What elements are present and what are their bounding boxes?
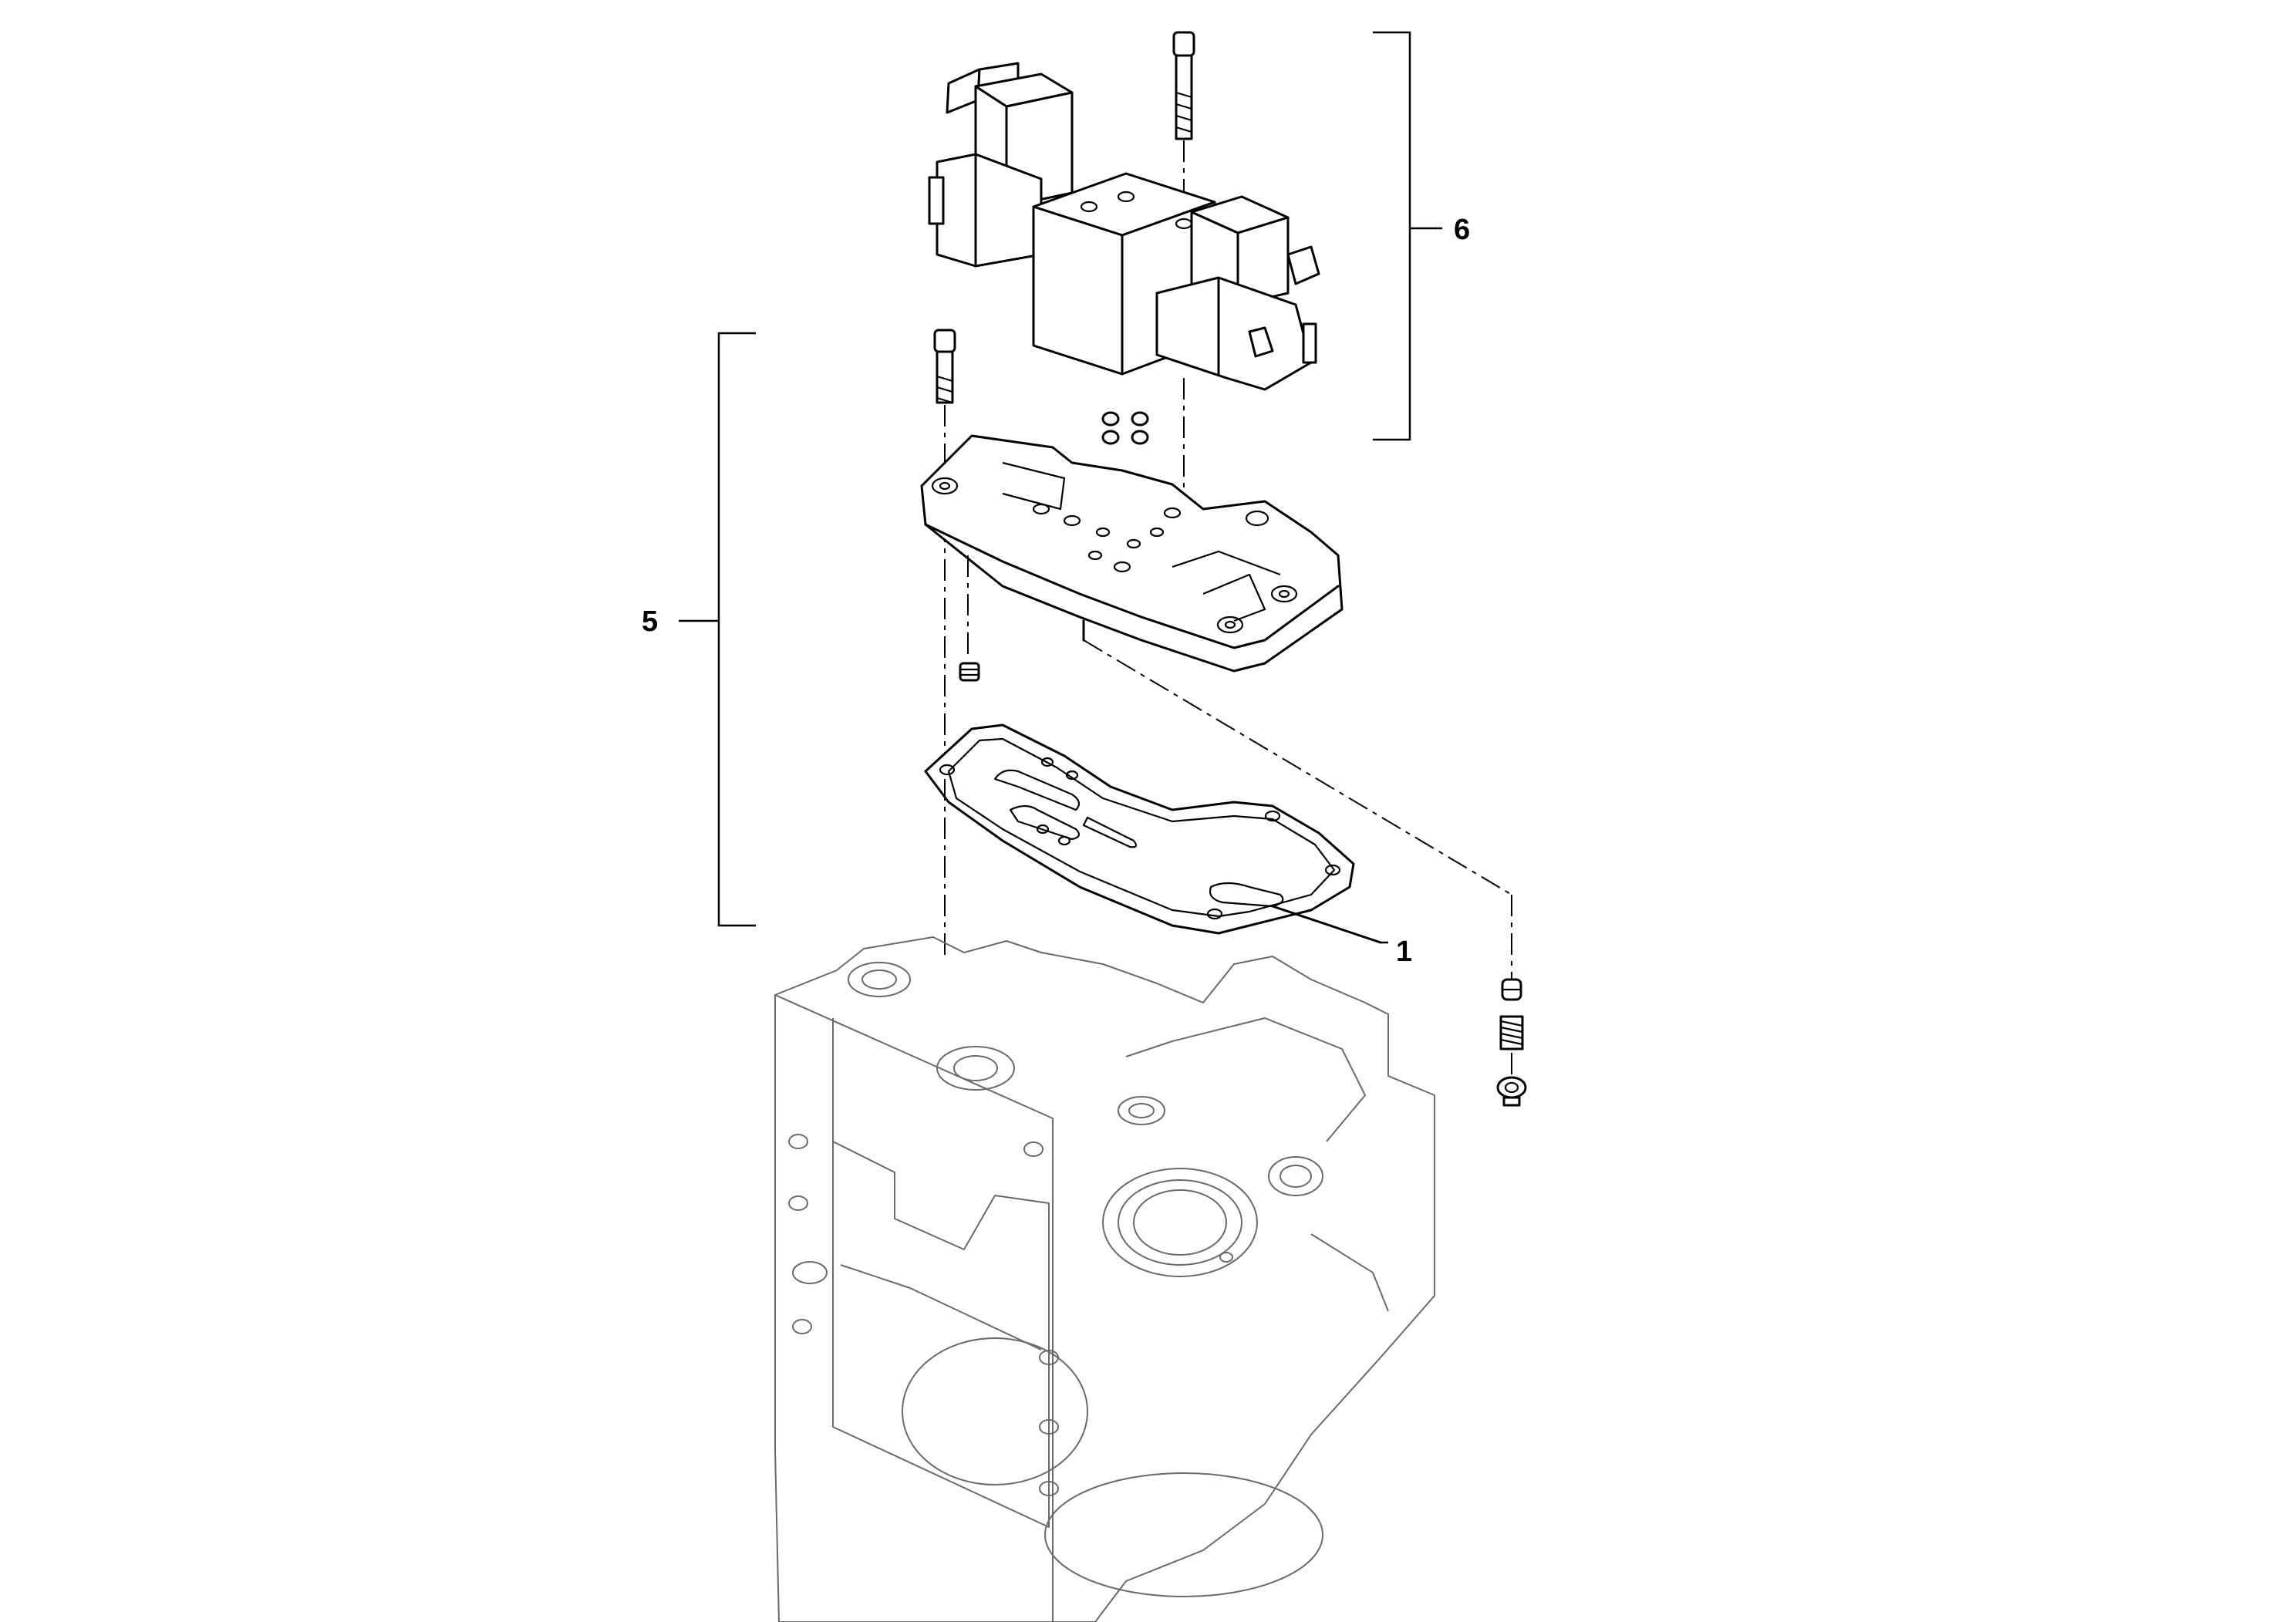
callout-label-6: 6 bbox=[1454, 214, 1470, 246]
callout-label-1: 1 bbox=[1396, 936, 1412, 968]
callout-5-group: 5 bbox=[642, 332, 756, 927]
right-solenoid-coil bbox=[1155, 195, 1320, 391]
plate-bolt bbox=[933, 329, 956, 779]
solenoid-valve-assembly[interactable] bbox=[928, 31, 1320, 524]
check-valve-parts[interactable] bbox=[1496, 978, 1527, 1107]
gasket[interactable] bbox=[924, 723, 1382, 944]
callout-1-group: 1 bbox=[1381, 936, 1412, 968]
control-plate bbox=[920, 434, 1512, 980]
bracket-6 bbox=[1373, 31, 1411, 441]
plug-screw bbox=[959, 662, 980, 682]
retaining-plug bbox=[1496, 1076, 1527, 1107]
compression-spring bbox=[1499, 1015, 1524, 1076]
bracket-5 bbox=[717, 332, 756, 927]
check-valve-ball bbox=[1501, 978, 1522, 1001]
valve-mounting-bolt bbox=[1172, 31, 1195, 224]
control-plate-assembly[interactable] bbox=[920, 329, 1512, 980]
left-solenoid-coil bbox=[928, 62, 1074, 268]
transmission-housing bbox=[774, 779, 1435, 1622]
callout-label-5: 5 bbox=[642, 605, 658, 638]
callout-6-group: 6 bbox=[1373, 31, 1470, 441]
